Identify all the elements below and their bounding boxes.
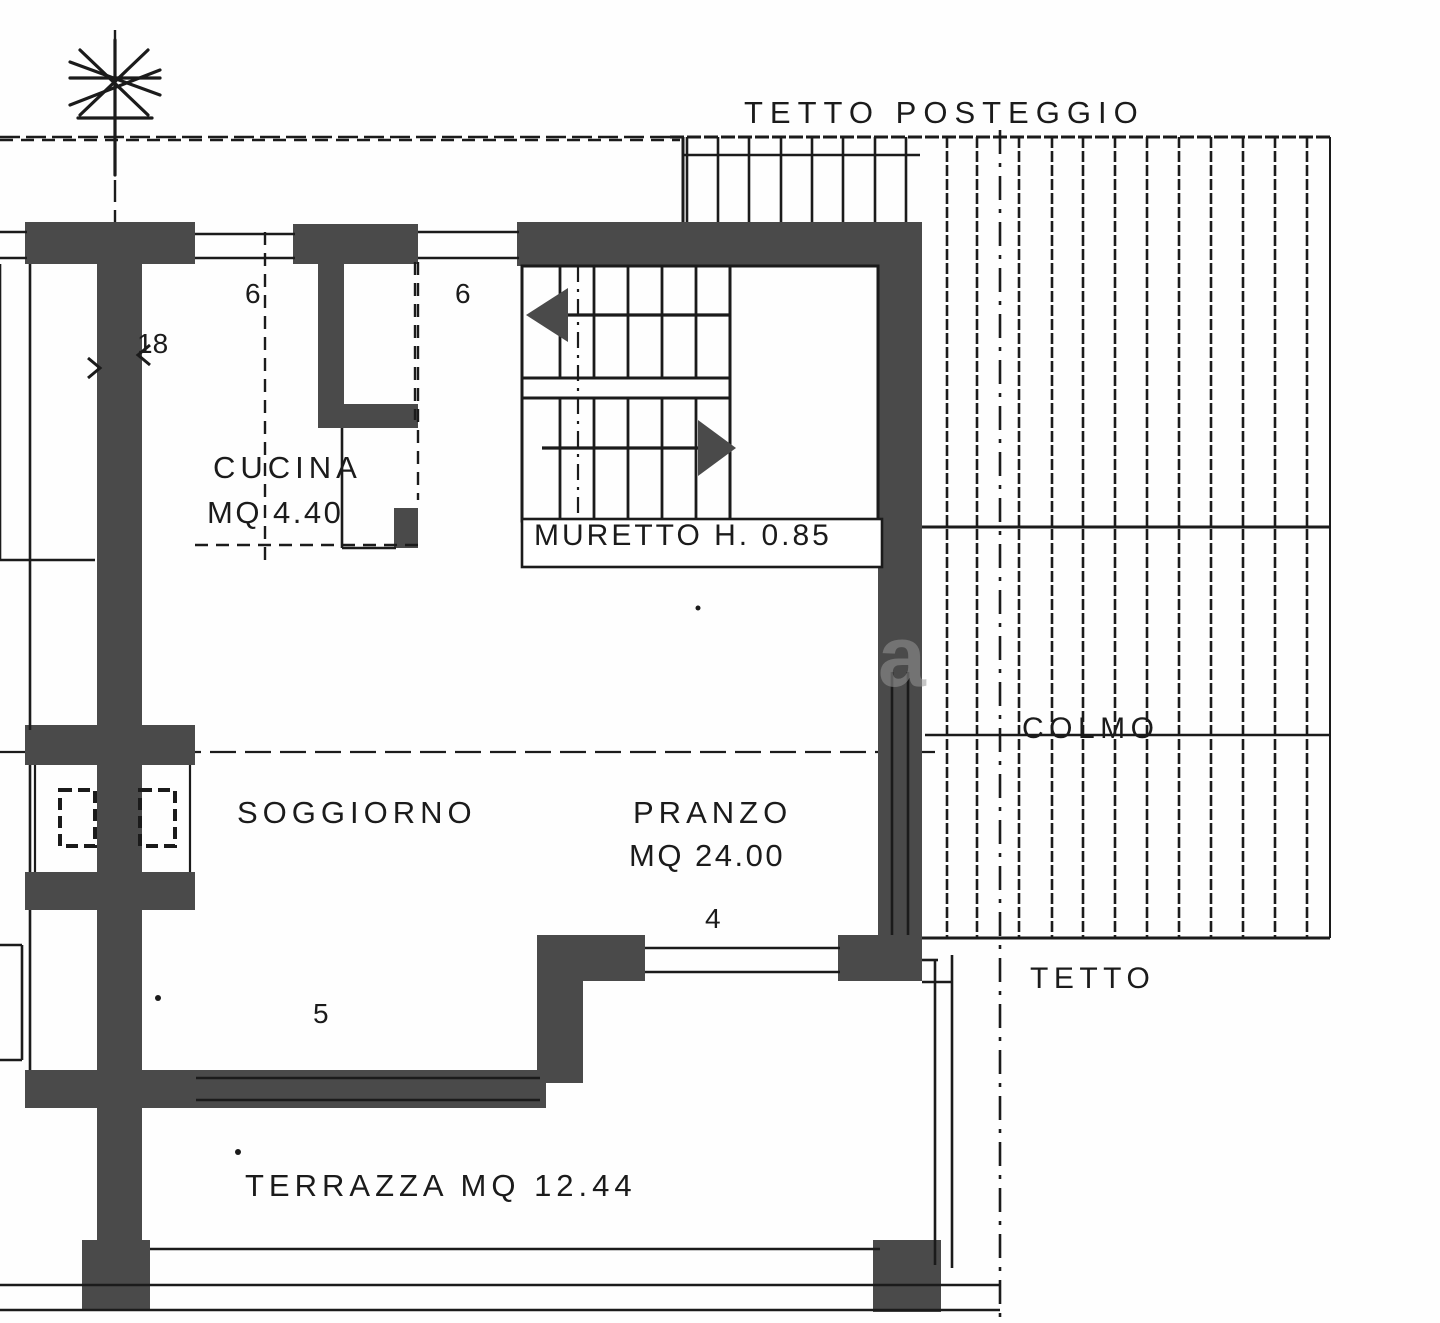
room-area-cucina: MQ 4.40 (207, 495, 344, 530)
wall-pillar-terrace-right (873, 1240, 941, 1312)
parking-roof-title: TETTO POSTEGGIO (744, 95, 1145, 130)
wall-dining-right (878, 222, 922, 672)
dimension-5: 5 (313, 998, 329, 1029)
wall-kitchen-jamb (394, 508, 418, 548)
walls (25, 222, 941, 1312)
dimension-ticks-18 (87, 343, 151, 380)
wall-pillar-terrace-left (82, 1240, 150, 1310)
dimension-4: 4 (705, 903, 721, 934)
room-label-soggiorno: SOGGIORNO (237, 795, 477, 830)
annotation-tetto: TETTO (1030, 962, 1156, 995)
wall-dining-top (517, 222, 922, 266)
dimension-6-left: 6 (245, 278, 261, 309)
wall-kitchen-top (293, 224, 418, 264)
wall-kitchen-left (318, 240, 344, 425)
wall-dining-right-lower (878, 660, 922, 950)
dimension-6-right: 6 (455, 278, 471, 309)
wall-terrace-bottom (146, 1070, 546, 1108)
wall-jamb-dining-lower (838, 935, 922, 981)
roof-hatching-right (945, 137, 1309, 938)
dimension-18: 18 (137, 328, 169, 359)
arrow-left-icon (526, 288, 568, 342)
misc-ticks (155, 605, 701, 1155)
room-label-cucina: CUCINA (213, 450, 362, 485)
fireplace-icon (58, 788, 177, 848)
thin-lines (0, 230, 1000, 1312)
wall-terrace-step-top (537, 935, 645, 981)
wall-stub-upper-left (25, 725, 195, 765)
muretto-caption-box (520, 517, 884, 569)
dashed-boundaries (0, 138, 680, 560)
annotation-muretto: MURETTO H. 0.85 (534, 519, 832, 552)
wall-stub-lower-left (25, 872, 195, 910)
room-label-pranzo: PRANZO (633, 795, 793, 830)
room-area-pranzo: MQ 24.00 (629, 838, 786, 873)
watermark-logo: a (878, 609, 926, 705)
wall-kitchen-bottom (318, 404, 418, 428)
room-label-terrazza: TERRAZZA MQ 12.44 (245, 1168, 637, 1203)
staircase (520, 264, 880, 523)
fireplace-outline (33, 765, 192, 872)
parking-roof-hatching (685, 137, 908, 222)
arrow-right-icon (698, 420, 736, 476)
annotation-colmo: COLMO (1022, 712, 1160, 745)
